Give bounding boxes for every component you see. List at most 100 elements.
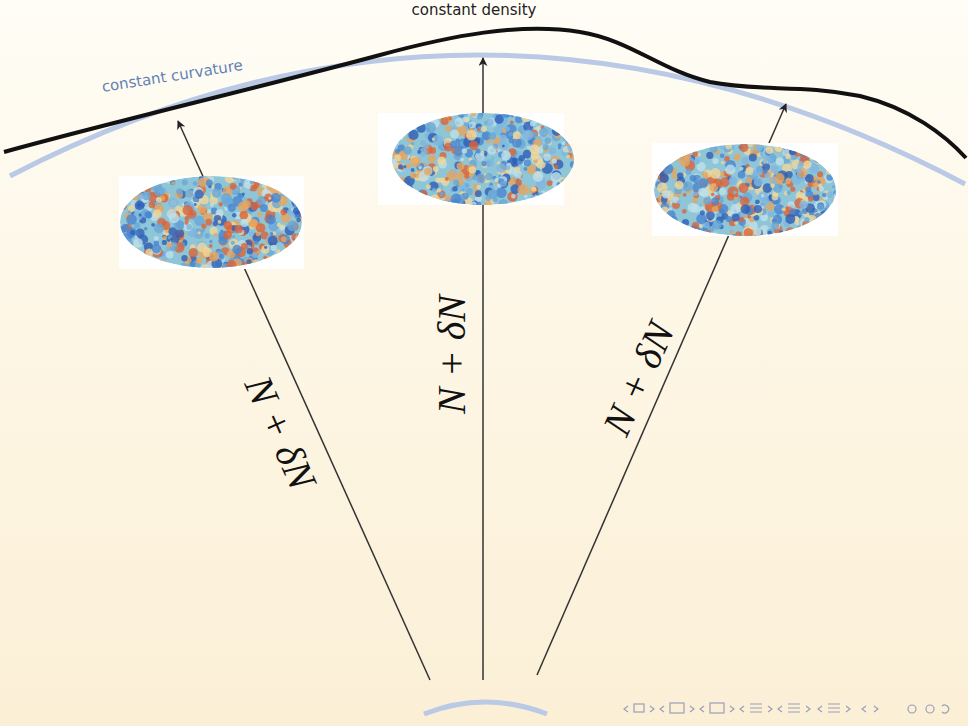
cmb-speckle [408, 130, 418, 140]
cmb-speckle [666, 210, 675, 219]
cmb-speckle [135, 201, 145, 211]
cmb-speckle [817, 204, 825, 212]
cmb-speckle [418, 189, 428, 199]
cmb-speckle [814, 145, 820, 151]
cmb-speckle [653, 227, 659, 233]
cmb-speckle [432, 135, 443, 146]
cmb-speckle [156, 263, 160, 267]
cmb-speckle [710, 168, 721, 179]
cmb-speckle [138, 189, 143, 194]
cmb-speckle [569, 179, 578, 188]
cmb-speckle [481, 126, 487, 132]
cmb-speckle [189, 248, 198, 257]
cmb-speckle [774, 200, 778, 204]
cmb-speckle [254, 240, 258, 244]
cmb-speckle [762, 159, 767, 164]
cmb-speckle [280, 226, 284, 230]
cmb-speckle [554, 165, 558, 169]
cmb-speckle [387, 137, 395, 145]
cmb-speckle [297, 234, 305, 242]
cmb-speckle [808, 196, 814, 202]
cmb-speckle [424, 109, 433, 118]
cmb-speckle [803, 226, 807, 230]
cmb-speckle [142, 192, 150, 200]
cmb-speckle [831, 207, 841, 217]
cmb-speckle [154, 186, 165, 197]
cmb-speckle [148, 175, 154, 181]
cmb-speckle [462, 148, 467, 153]
cmb-speckle [696, 161, 700, 165]
cmb-speckle [539, 128, 548, 137]
cmb-speckle [570, 161, 577, 168]
cmb-speckle [439, 192, 444, 197]
cmb-speckle [297, 194, 307, 204]
cmb-speckle [274, 175, 283, 184]
cmb-speckle [152, 244, 161, 253]
cmb-speckle [144, 264, 148, 268]
cmb-speckle [280, 234, 290, 244]
cmb-speckle [716, 142, 721, 147]
cmb-speckle [814, 153, 824, 163]
cmb-speckle [125, 195, 130, 200]
cmb-speckle [549, 147, 556, 154]
cmb-speckle [230, 183, 237, 190]
cmb-speckle [760, 202, 764, 206]
cmb-speckle [149, 201, 156, 208]
cmb-panel [652, 143, 838, 236]
cmb-speckle [563, 122, 568, 127]
cmb-speckle [808, 230, 814, 236]
cmb-speckle [551, 196, 557, 202]
cmb-speckle [530, 196, 538, 204]
cmb-speckle [803, 160, 811, 168]
cmb-speckle [558, 201, 566, 209]
cmb-speckle [264, 194, 272, 202]
cmb-speckle [268, 236, 278, 246]
cmb-speckle [667, 202, 670, 205]
cmb-speckle [720, 209, 725, 214]
initial-surface [424, 702, 547, 714]
cmb-speckle [232, 235, 235, 238]
cmb-speckle [734, 154, 741, 161]
cmb-speckle [671, 149, 675, 153]
cmb-speckle [137, 254, 146, 263]
cmb-speckle [492, 115, 496, 119]
cmb-speckle [264, 264, 272, 272]
cmb-speckle [298, 204, 302, 208]
cmb-speckle [452, 186, 457, 191]
cmb-speckle [395, 123, 399, 127]
cmb-speckle [237, 193, 241, 197]
cmb-speckle [137, 194, 143, 200]
cmb-speckle [207, 209, 211, 213]
cmb-speckle [252, 252, 258, 258]
cmb-speckle [827, 192, 833, 198]
cmb-speckle [798, 228, 803, 233]
cmb-speckle [391, 142, 395, 146]
cmb-speckle [400, 111, 406, 117]
cmb-speckle [755, 200, 760, 205]
cmb-speckle [700, 210, 705, 215]
cmb-speckle [662, 148, 671, 157]
cmb-speckle [493, 197, 498, 202]
cmb-speckle [696, 228, 705, 237]
cmb-speckle [661, 148, 669, 156]
cmb-speckle [405, 119, 412, 126]
cmb-speckle [534, 198, 538, 202]
cmb-speckle [535, 191, 539, 195]
cmb-speckle [264, 246, 267, 249]
cmb-speckle [822, 193, 826, 197]
cmb-speckle [661, 150, 671, 160]
cmb-speckle [728, 186, 739, 197]
cmb-speckle [535, 202, 539, 206]
cmb-speckle [688, 203, 698, 213]
cmb-speckle [661, 224, 666, 229]
cmb-speckle [195, 190, 204, 199]
cmb-speckle [249, 231, 254, 236]
cmb-speckle [144, 184, 152, 192]
cmb-speckle [796, 227, 806, 237]
cmb-speckle [768, 211, 775, 218]
cmb-speckle [550, 189, 556, 195]
cmb-speckle [283, 177, 289, 183]
cmb-speckle [560, 192, 570, 202]
cmb-speckle [291, 255, 300, 264]
